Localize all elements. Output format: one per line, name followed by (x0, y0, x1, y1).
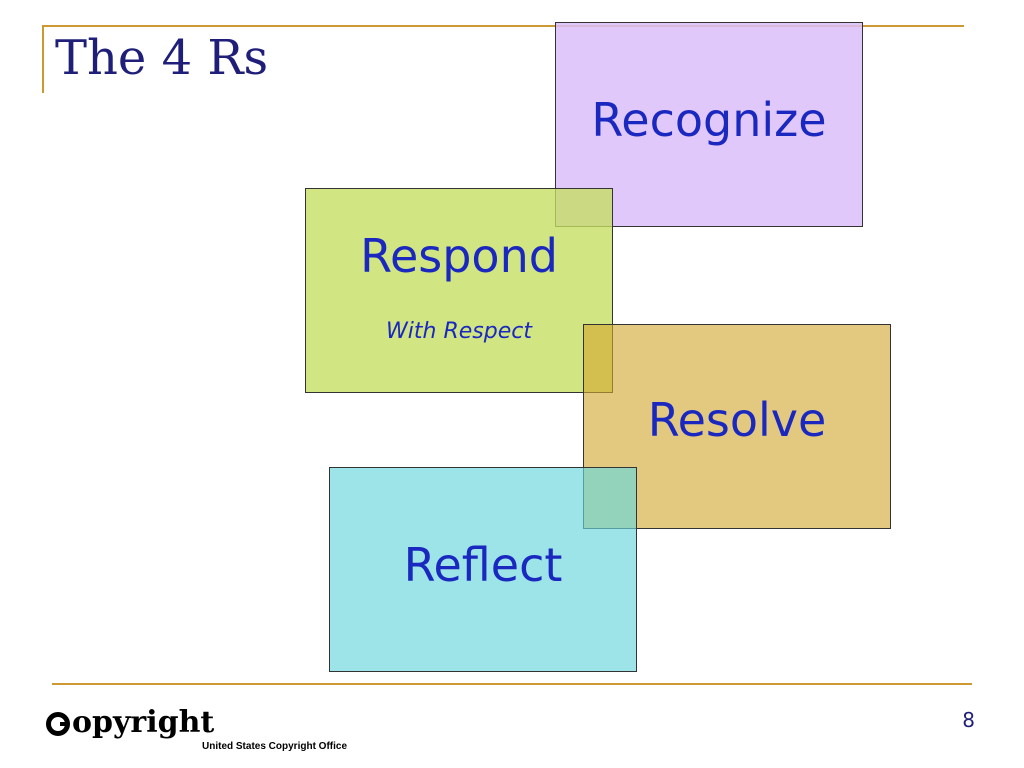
logo-wordmark: opyright (72, 705, 215, 740)
copyright-c-icon (46, 712, 70, 736)
respond-label: Respond (360, 229, 558, 283)
left-rule (42, 25, 44, 93)
resolve-label: Resolve (647, 393, 827, 447)
copyright-office-logo: opyright United States Copyright Office (46, 705, 366, 758)
reflect-label: Reflect (403, 538, 563, 592)
slide-title: The 4 Rs (55, 30, 269, 86)
reflect-box: Reflect (329, 467, 637, 672)
logo-subtitle: United States Copyright Office (202, 741, 348, 752)
respond-subtitle: With Respect (386, 319, 532, 344)
page-number: 8 (962, 708, 975, 732)
respond-box: Respond With Respect (305, 188, 613, 393)
bottom-rule (52, 683, 972, 685)
recognize-label: Recognize (591, 93, 827, 147)
top-rule (42, 25, 964, 27)
